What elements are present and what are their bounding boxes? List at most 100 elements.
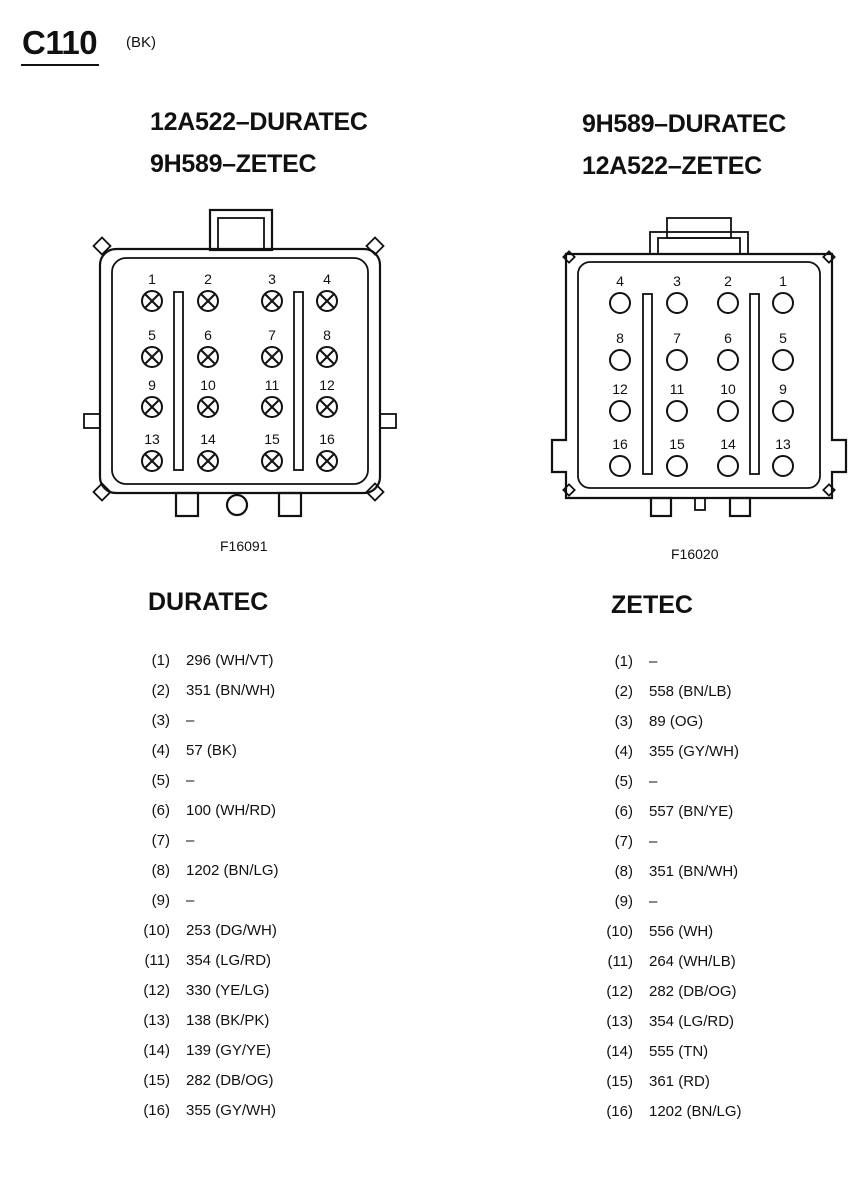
pin-number: (16) [606,1102,633,1120]
pin-number: (4) [614,742,633,760]
pin-wire: 282 (DB/OG) [649,982,737,1000]
pin-number: (10) [606,922,633,940]
pin-number: (9) [614,892,633,910]
left-housing-inner [111,257,369,485]
pin-row: (11) 264 (WH/LB) [603,946,742,976]
pin-row: (10) 556 (WH) [603,916,742,946]
right-top-latch-cap [666,217,732,239]
pin-label: 13 [144,431,160,447]
pin-row: (10)253 (DG/WH) [140,915,279,945]
pin-row: (1)296 (WH/VT) [140,645,279,675]
pin-terminal [666,349,688,371]
pin-row: (12) 282 (DB/OG) [603,976,742,1006]
pin-label: 16 [319,431,335,447]
pin-number: (5) [614,772,633,790]
zetec-heading: ZETEC [611,591,693,619]
pin-label: 12 [319,377,335,393]
pin-row: (6)100 (WH/RD) [140,795,279,825]
connector-color: (BK) [126,34,156,51]
pin-terminal [666,400,688,422]
left-top-latch-inner [217,217,265,251]
pin-wire: 264 (WH/LB) [649,952,736,970]
pin-label: 4 [616,273,624,289]
pin-terminal [772,455,794,477]
left-divider-slot-2 [293,291,304,471]
pin-number: (13) [606,1012,633,1030]
pin-label: 11 [670,381,685,397]
pin-terminal [717,455,739,477]
pin-label: 5 [779,330,787,346]
pin-terminal [717,400,739,422]
pin-wire: 1202 (BN/LG) [649,1102,742,1120]
pin-wire: 57 (BK) [186,741,237,759]
pin-row: (15) 282 (DB/OG) [140,1065,279,1095]
pin-number: (2) [614,682,633,700]
pin-label: 2 [724,273,732,289]
pin-terminal-x [200,349,216,365]
pin-row: (8)351 (BN/WH) [603,856,742,886]
pin-wire: 354 (LG/RD) [186,951,272,969]
pin-wire: 354 (LG/RD) [649,1012,735,1030]
pin-wire: 355 (GY/WH) [186,1101,277,1119]
pin-row: (12)330 (YE/LG) [140,975,279,1005]
right-corner-tab-bl [562,483,576,497]
pin-label: 10 [720,381,736,397]
pin-number: (11) [607,952,633,970]
pin-number: (8) [151,861,170,879]
right-housing-outer [550,252,848,500]
pin-row: (1)– [603,646,742,676]
pin-label: 14 [720,436,736,452]
pin-label: 1 [779,273,787,289]
pin-label: 6 [204,327,212,343]
right-corner-tab-br [822,483,836,497]
pin-terminal-x [264,293,280,309]
pin-row: (13) 354 (LG/RD) [603,1006,742,1036]
right-divider-slot-2 [749,293,760,475]
pin-terminal-x [144,453,160,469]
pin-wire: 351 (BN/WH) [649,862,739,880]
pin-row: (5)– [603,766,742,796]
pin-label: 15 [669,436,685,452]
pin-row: (3)– [140,705,279,735]
right-figure-ref: F16020 [671,546,719,562]
pin-terminal-x [144,399,160,415]
left-bottom-key-left [174,491,200,518]
left-side-tab-left [83,413,101,429]
pin-terminal [609,292,631,314]
right-housing-inner [577,261,821,489]
pin-label: 8 [323,327,331,343]
pin-number: (2) [151,681,170,699]
pin-row: (4) 355 (GY/WH) [603,736,742,766]
pin-wire: – [649,652,658,670]
left-top-latch [208,208,274,252]
pin-number: (5) [151,771,170,789]
pin-wire: 556 (WH) [649,922,714,940]
pin-number: (7) [614,832,633,850]
pin-row: (14)555 (TN) [603,1036,742,1066]
pin-label: 2 [204,271,212,287]
pin-row: (7)– [140,825,279,855]
right-bottom-tab [694,497,706,511]
pin-number: (12) [606,982,633,1000]
pin-row: (2) 558 (BN/LB) [603,676,742,706]
pin-number: (14) [143,1041,170,1059]
zetec-pin-list: (1)– (2) 558 (BN/LB) (3)89 (OG) (4) 355 (GY/W… [603,646,742,1126]
duratec-pin-list: (1)296 (WH/VT)(2)351 (BN/WH)(3)–(4)57 (B… [140,645,279,1125]
pin-wire: 282 (DB/OG) [186,1071,274,1089]
pin-wire: 139 (GY/YE) [186,1041,272,1059]
pin-number: (11) [144,951,170,969]
pin-wire: 355 (GY/WH) [649,742,740,760]
pin-label: 11 [265,377,280,393]
pin-wire: 558 (BN/LB) [649,682,732,700]
pin-row: (3)89 (OG) [603,706,742,736]
left-part-line-1: 12A522–DURATEC [150,108,368,136]
pin-terminal-x [200,293,216,309]
pin-label: 16 [612,436,628,452]
pin-terminal [666,455,688,477]
pin-terminal-x [319,293,335,309]
pin-number: (15) [143,1071,170,1089]
connector-id-underline [21,64,99,66]
right-bottom-key-right [728,496,752,518]
